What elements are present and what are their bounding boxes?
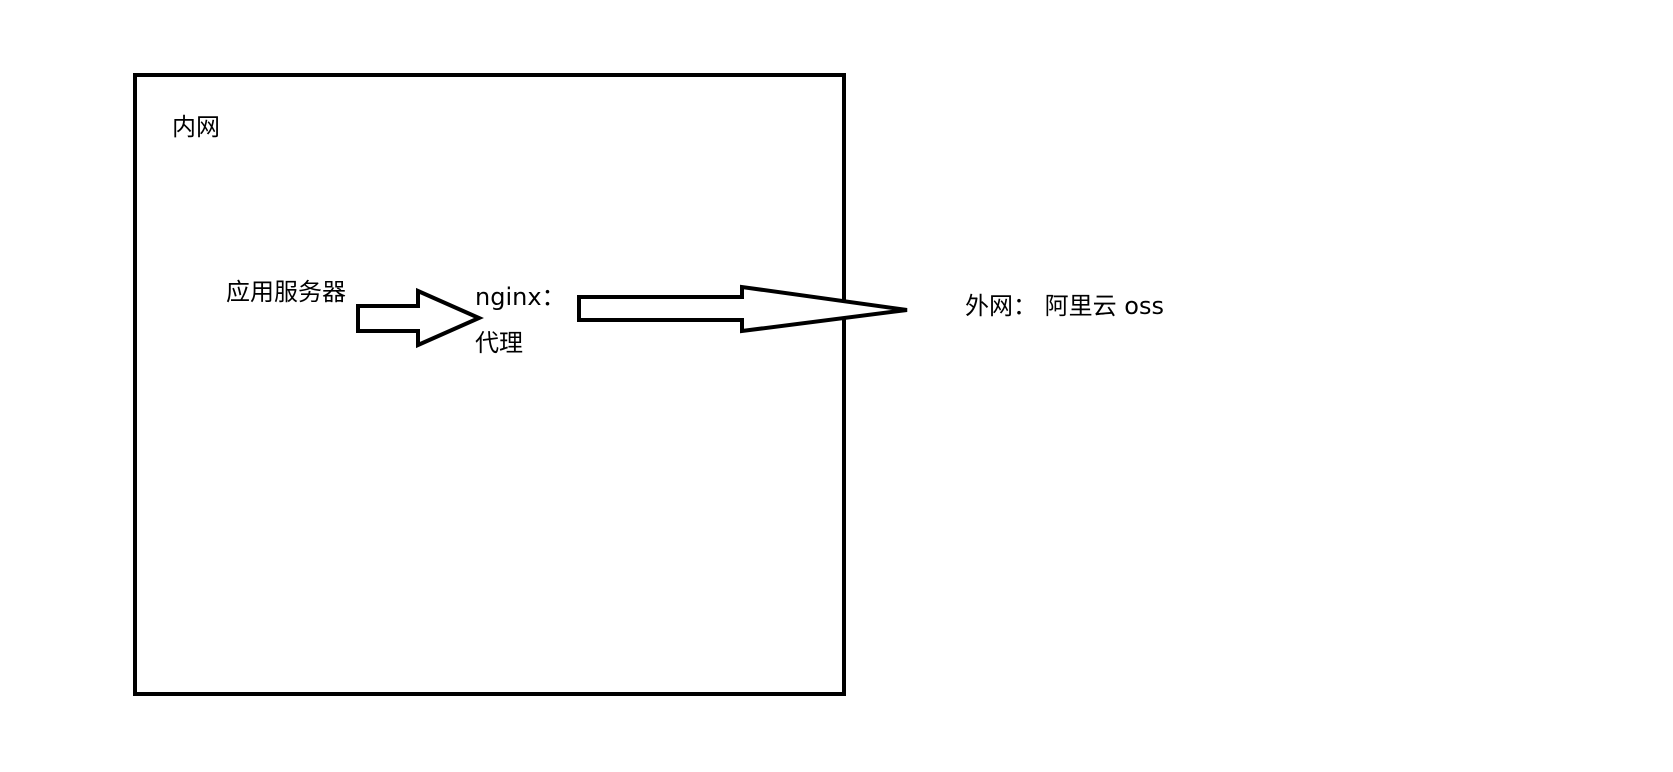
intranet-boundary-box xyxy=(133,73,846,696)
nginx-label: nginx： xyxy=(475,283,566,311)
app-server-to-nginx-arrow xyxy=(356,287,484,349)
nginx-proxy-label: 代理 xyxy=(475,329,523,357)
nginx-to-internet-arrow xyxy=(577,284,908,334)
intranet-label: 内网 xyxy=(172,113,220,141)
app-server-label: 应用服务器 xyxy=(226,278,346,306)
internet-oss-label: 外网： 阿里云 oss xyxy=(965,292,1164,320)
